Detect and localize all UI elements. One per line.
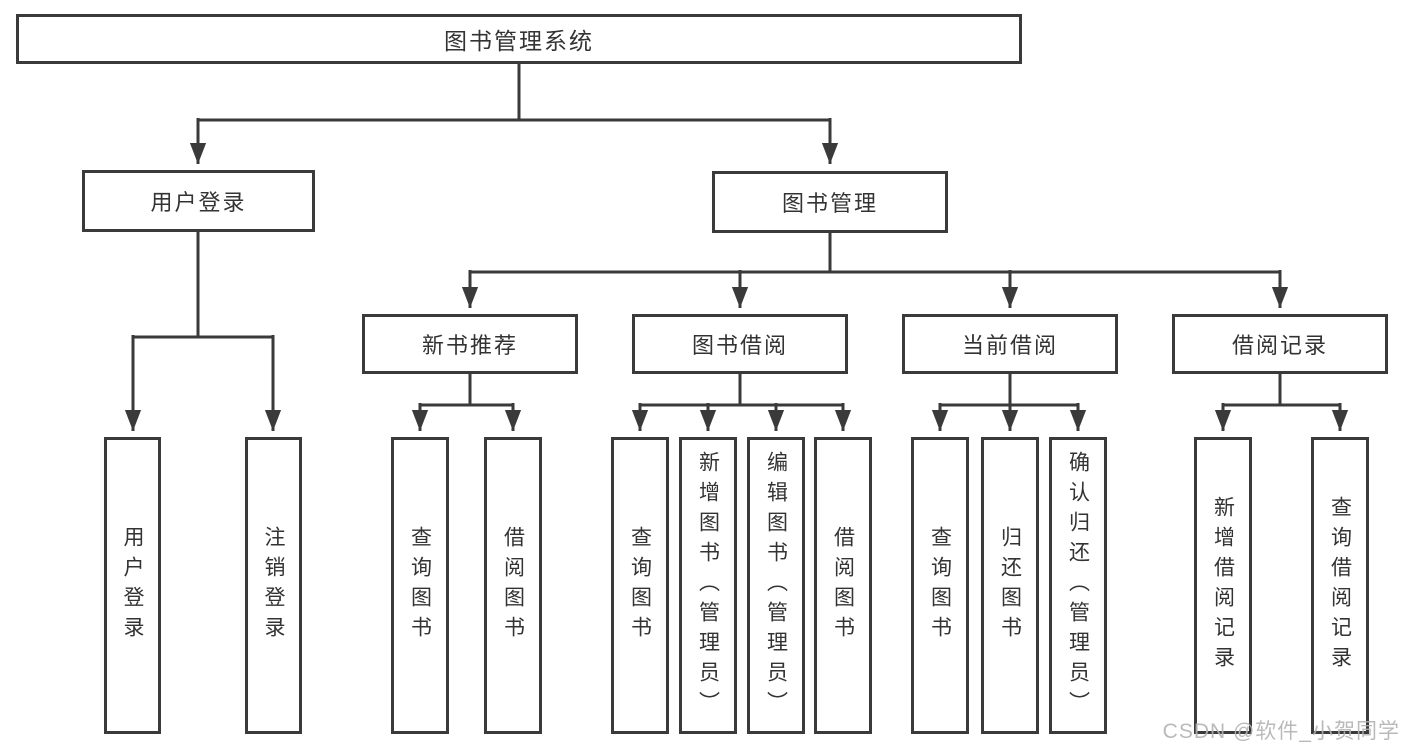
leaf-records-query-record: 查询借阅记录 (1311, 437, 1369, 734)
edges-root (189, 64, 839, 164)
leaf-current-query-books-label: 查询图书 (928, 525, 952, 646)
leaf-borrowing-edit-books-admin-label: 编辑图书（管理员） (764, 450, 788, 721)
leaf-recommend-borrow-books-label: 借阅图书 (501, 525, 525, 646)
leaf-borrowing-edit-books-admin: 编辑图书（管理员） (747, 437, 805, 734)
csdn-watermark: CSDN @软件_小贺同学 (1162, 720, 1400, 743)
node-root-label: 图书管理系统 (444, 28, 594, 54)
leaf-records-add-record: 新增借阅记录 (1194, 437, 1252, 734)
leaf-recommend-query-books-label: 查询图书 (408, 525, 432, 646)
leaf-borrowing-add-books-admin-label: 新增图书（管理员） (696, 450, 720, 721)
edges-book-management (461, 233, 1289, 308)
edges-book-borrowing (631, 374, 852, 431)
node-borrowing-records-label: 借阅记录 (1231, 333, 1328, 358)
leaf-borrowing-borrow-books-label: 借阅图书 (831, 525, 855, 646)
leaf-recommend-query-books: 查询图书 (391, 437, 449, 734)
leaf-current-confirm-return-admin: 确认归还（管理员） (1049, 437, 1107, 734)
leaf-records-query-record-label: 查询借阅记录 (1328, 495, 1352, 676)
leaf-borrowing-add-books-admin: 新增图书（管理员） (679, 437, 737, 734)
node-user-login: 用户登录 (82, 170, 315, 232)
node-current-borrowing-label: 当前借阅 (961, 333, 1058, 358)
leaf-current-return-books-label: 归还图书 (998, 525, 1022, 646)
leaf-borrowing-query-books: 查询图书 (611, 437, 669, 734)
node-new-book-recommendation-label: 新书推荐 (421, 333, 518, 358)
edges-user-login (124, 232, 282, 431)
node-book-borrowing: 图书借阅 (632, 314, 848, 374)
node-book-borrowing-label: 图书借阅 (691, 333, 788, 358)
node-borrowing-records: 借阅记录 (1172, 314, 1388, 374)
node-current-borrowing: 当前借阅 (902, 314, 1118, 374)
leaf-current-return-books: 归还图书 (981, 437, 1039, 734)
node-book-management-label: 图书管理 (781, 191, 878, 216)
leaf-user-login-label: 用户登录 (121, 525, 144, 646)
node-new-book-recommendation: 新书推荐 (362, 314, 578, 374)
leaf-borrowing-query-books-label: 查询图书 (628, 525, 652, 646)
edges-borrowing-records (1214, 374, 1349, 431)
leaf-current-query-books: 查询图书 (911, 437, 969, 734)
leaf-recommend-borrow-books: 借阅图书 (484, 437, 542, 734)
leaf-user-login: 用户登录 (104, 437, 161, 734)
node-book-management: 图书管理 (712, 171, 948, 233)
leaf-logout: 注销登录 (245, 437, 302, 734)
edges-new-book-recommendation (411, 374, 522, 431)
leaf-records-add-record-label: 新增借阅记录 (1211, 495, 1235, 676)
node-root: 图书管理系统 (16, 14, 1022, 64)
leaf-current-confirm-return-admin-label: 确认归还（管理员） (1066, 450, 1090, 721)
edges-current-borrowing (931, 374, 1087, 431)
leaf-borrowing-borrow-books: 借阅图书 (814, 437, 872, 734)
node-user-login-label: 用户登录 (150, 190, 247, 215)
leaf-logout-label: 注销登录 (262, 525, 285, 646)
